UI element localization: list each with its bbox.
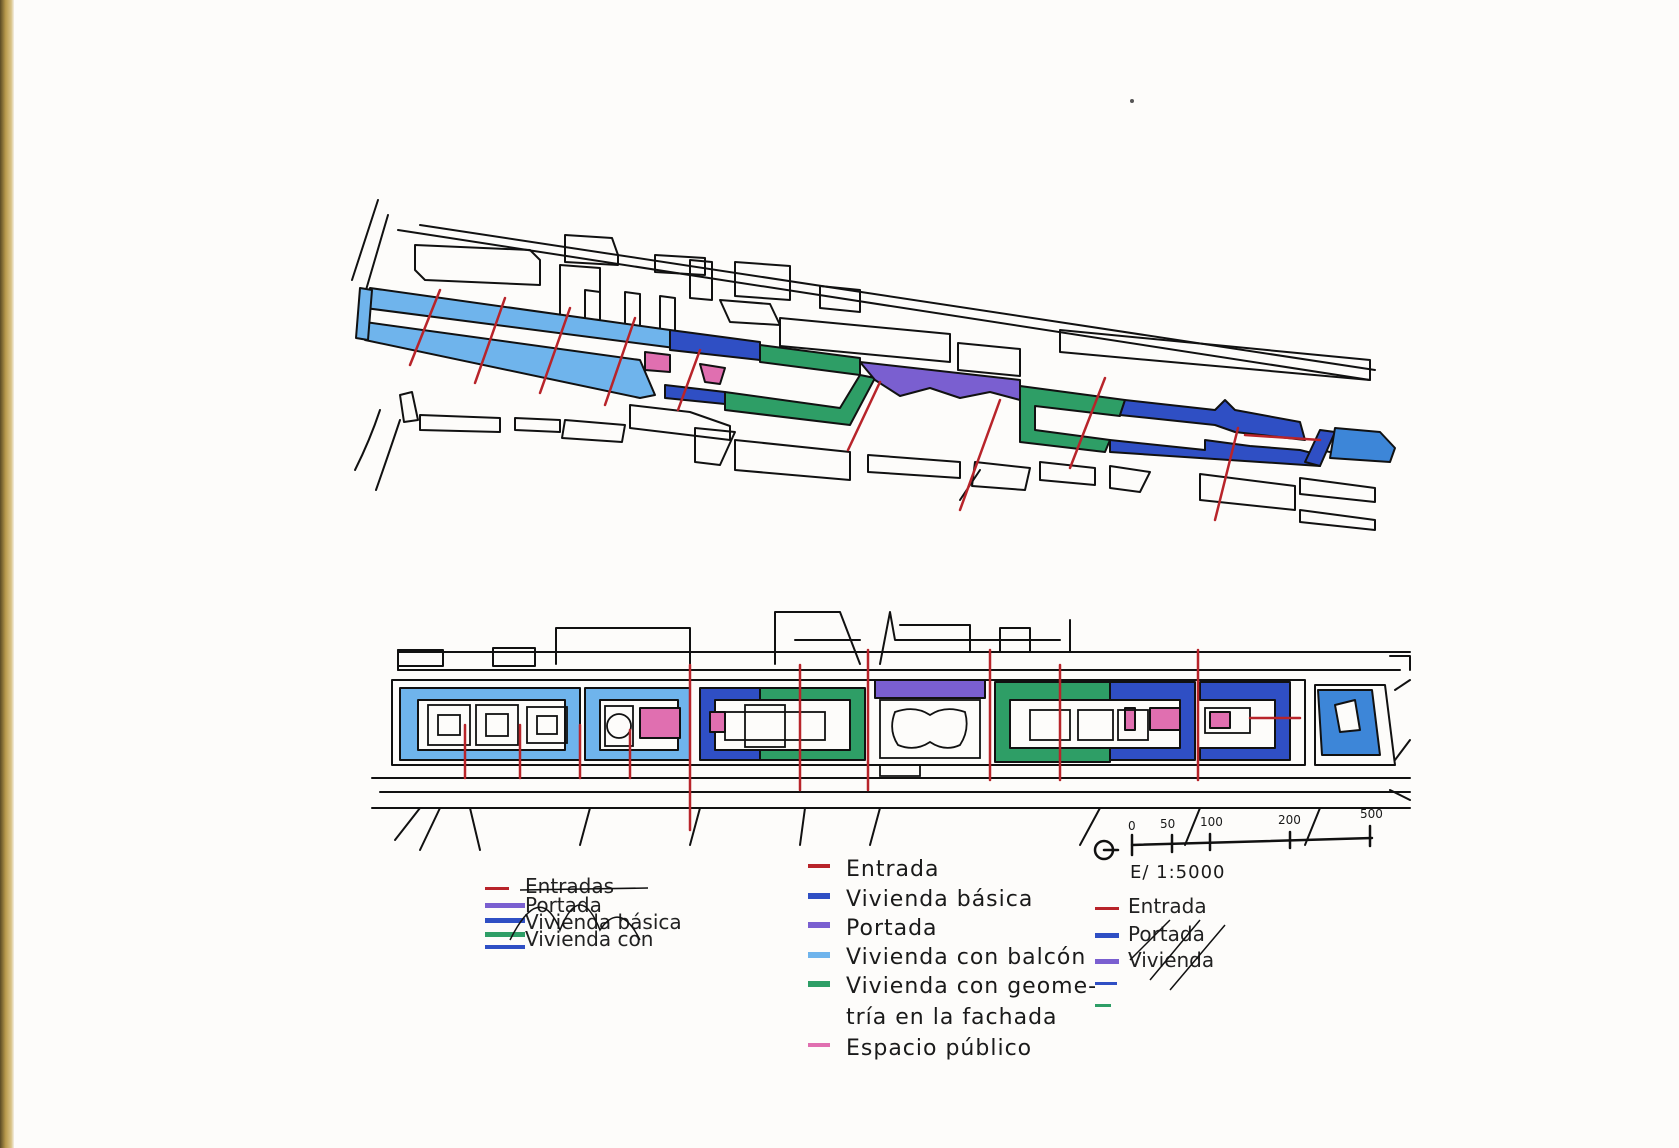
scale-tick-500: 500 bbox=[1360, 807, 1383, 821]
scale-label: E/ 1:5000 bbox=[1130, 862, 1225, 883]
plan-vivienda-basica-2 bbox=[1109, 681, 1196, 761]
legend-swatch-espacio-publico bbox=[808, 1043, 830, 1047]
crossed-right-portada: Portada bbox=[1128, 922, 1205, 946]
legend-label-vivienda-geometria: Vivienda con geome- bbox=[846, 974, 1097, 999]
axonometric-housing-bands bbox=[355, 287, 1396, 467]
plan-entrances bbox=[463, 648, 1302, 832]
axo-espacio-publico-2 bbox=[699, 363, 726, 385]
scale-tick-200: 200 bbox=[1278, 813, 1301, 827]
legend-label-vivienda-balcon: Vivienda con balcón bbox=[846, 945, 1086, 970]
legend-label-vivienda-basica: Vivienda básica bbox=[846, 887, 1033, 912]
crossed-label-portada: Portada bbox=[525, 893, 602, 917]
axonometric-view bbox=[351, 199, 1376, 531]
scale-bar bbox=[1093, 824, 1374, 861]
axo-corner-block bbox=[1329, 427, 1396, 463]
crossed-right-vivienda: Vivienda bbox=[1128, 948, 1214, 972]
plan-espacio-publico-4 bbox=[1124, 707, 1136, 731]
axo-espacio-publico-1 bbox=[644, 351, 671, 373]
plan-vivienda-basica-3 bbox=[1199, 681, 1291, 761]
legend-swatch-vivienda-basica bbox=[808, 893, 830, 899]
axonometric-entrances bbox=[408, 288, 1322, 522]
axo-vivienda-basica-3 bbox=[1119, 399, 1306, 441]
scale-tick-50: 50 bbox=[1160, 817, 1175, 831]
plan-courtyards bbox=[427, 699, 1251, 777]
plan-espacio-publico-3 bbox=[1149, 707, 1181, 731]
legend-label-vivienda-geometria-2: tría en la fachada bbox=[846, 1005, 1058, 1030]
legend-main: Entrada Vivienda básica Portada Vivienda… bbox=[808, 857, 1097, 1061]
axo-vivienda-basica-1 bbox=[669, 329, 761, 361]
plan-vivienda-geometria-2 bbox=[994, 681, 1111, 763]
legend-label-entrada: Entrada bbox=[846, 857, 939, 882]
axo-vivienda-basica-5 bbox=[1304, 429, 1336, 467]
plan-housing-bands bbox=[399, 679, 1381, 763]
plan-portada bbox=[874, 679, 986, 699]
plan-vivienda-geometria-1 bbox=[759, 687, 866, 761]
axo-vivienda-balcon-end bbox=[355, 287, 373, 341]
legend-swatch-vivienda-balcon bbox=[808, 952, 830, 958]
plan-espacio-publico-5 bbox=[1209, 711, 1231, 729]
axo-vivienda-geometria-2 bbox=[724, 374, 876, 426]
crossed-label-vivienda-con: Vivienda con bbox=[525, 927, 653, 951]
plan-vivienda-balcon-1 bbox=[399, 687, 581, 761]
crossed-label-entradas: Entradas bbox=[525, 874, 614, 898]
plan-espacio-publico-1 bbox=[639, 707, 681, 739]
photo-edge bbox=[0, 0, 14, 1148]
scale-tick-0: 0 bbox=[1128, 819, 1136, 833]
drawing-sheet bbox=[14, 0, 1679, 1148]
scale-labels: 0 50 100 200 500 E/ 1:5000 bbox=[1128, 807, 1383, 883]
legend-crossed-right: Entrada Portada Vivienda bbox=[1095, 894, 1226, 1007]
axo-vivienda-basica-4 bbox=[1109, 439, 1321, 467]
legend-label-espacio-publico: Espacio público bbox=[846, 1036, 1032, 1061]
legend-swatch-portada bbox=[808, 922, 830, 928]
legend-swatch-vivienda-geometria bbox=[808, 981, 830, 987]
plan-espacio-publico-2 bbox=[709, 711, 726, 733]
plan-view bbox=[371, 611, 1411, 851]
legend-crossed-left: Entradas Portada Vivienda básica Viviend… bbox=[485, 874, 682, 951]
axo-vivienda-basica-2 bbox=[664, 384, 726, 405]
axo-portada bbox=[859, 361, 1021, 401]
crossed-right-entrada: Entrada bbox=[1128, 894, 1207, 918]
scale-tick-100: 100 bbox=[1200, 815, 1223, 829]
legend-swatch-entrada bbox=[808, 864, 830, 868]
legend-label-portada: Portada bbox=[846, 916, 938, 941]
